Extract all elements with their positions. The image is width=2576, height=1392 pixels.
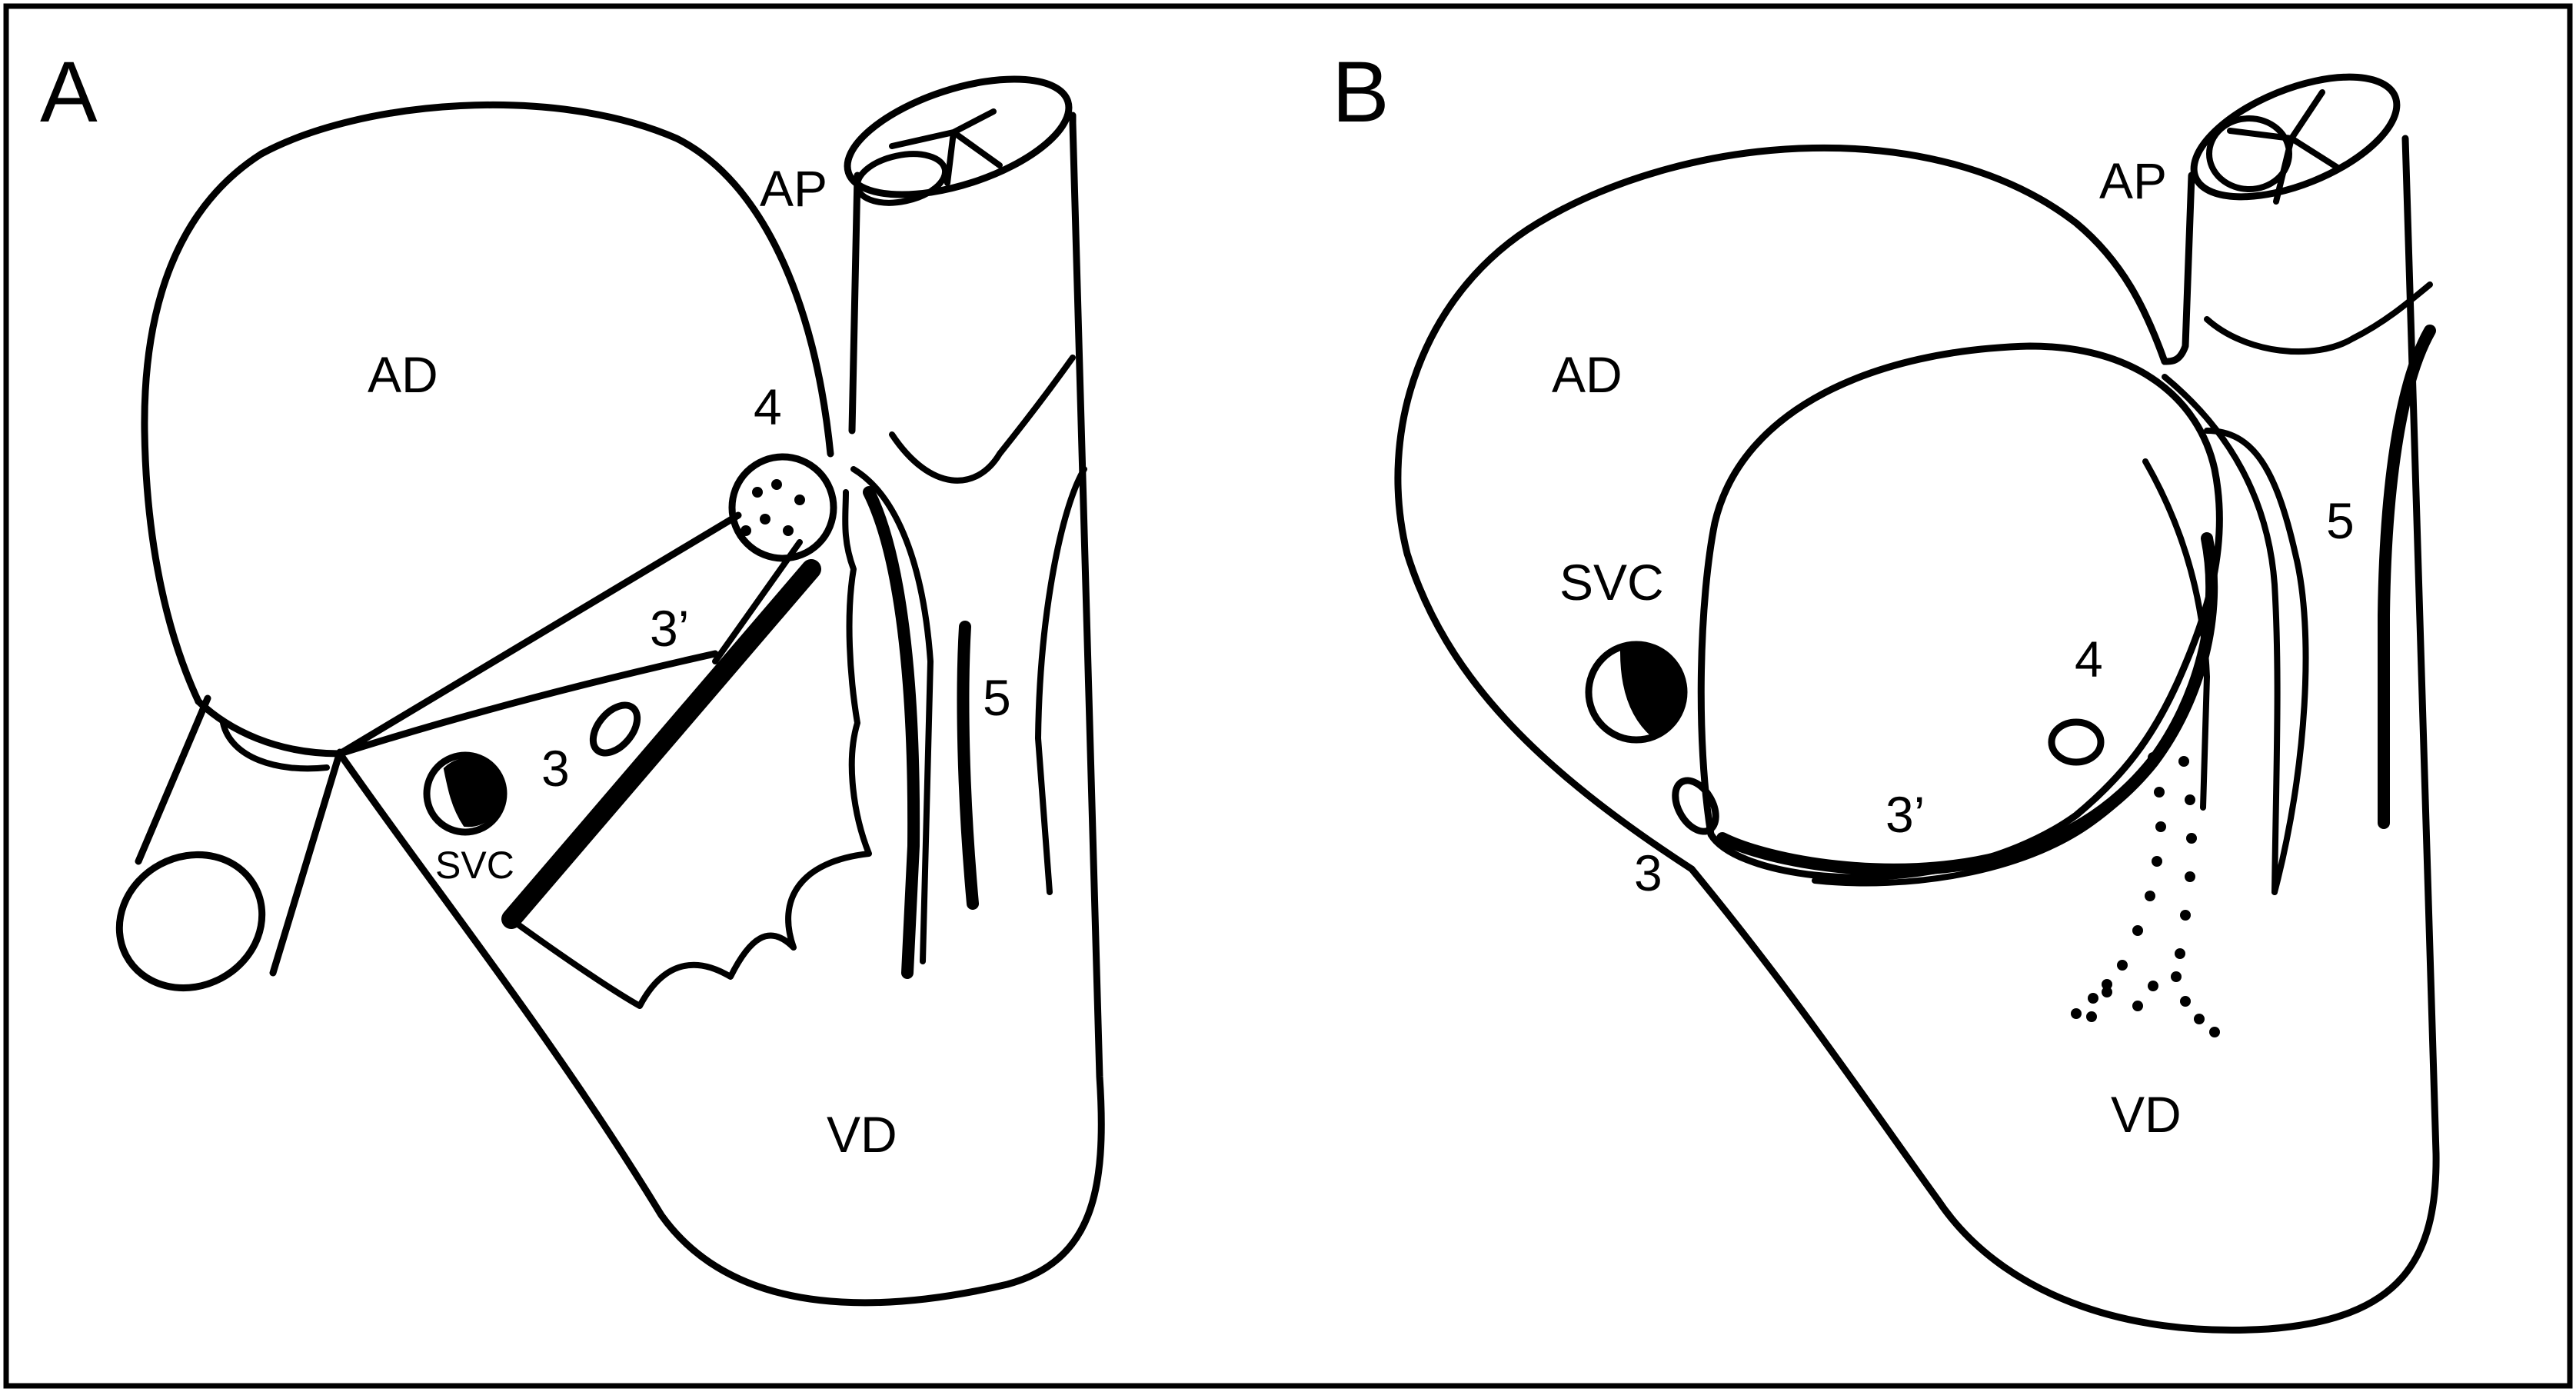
panel-b-chord-dot [2148, 752, 2158, 763]
panel-b-chord-dot [2186, 833, 2197, 844]
panel-b-chord-dot [2180, 996, 2191, 1007]
panel-a-pulmonary-artery [848, 112, 1077, 435]
panel-a-label-svc: SVC [435, 844, 514, 887]
panel-a-tip-dot-5 [783, 525, 794, 536]
panel-b-label-4: 4 [2075, 631, 2103, 688]
panel-b-chord-dot [2071, 1008, 2082, 1019]
panel-b-chord-dot [2102, 987, 2112, 997]
panel-b-pulmonary-valve [2227, 89, 2341, 205]
panel-b-label-3: 3 [1634, 844, 1662, 901]
panel-a-letter: A [40, 44, 98, 140]
panel-a: A [40, 44, 1105, 1307]
panel-b-chord-dot [2152, 856, 2162, 867]
panel-b-chord-dot [2145, 891, 2155, 901]
panel-b-septal-band-4 [2378, 325, 2436, 829]
panel-a-catheter-inner [712, 539, 803, 664]
panel-a-pulmonary-valve [889, 108, 1003, 186]
panel-b: B [1332, 44, 2440, 1334]
panel-b-catheter [1716, 532, 2218, 876]
panel-b-chord-dot [2155, 821, 2166, 832]
panel-b-chord-dot [2132, 925, 2143, 936]
panel-a-atrium-shelf [195, 698, 344, 758]
panel-b-label-5: 5 [2326, 492, 2355, 549]
panel-b-pa-ring [2204, 281, 2433, 355]
panel-a-label-3: 3 [541, 740, 570, 797]
panel-a-label-3p: 3’ [650, 600, 689, 657]
panel-b-label-vd: VD [2111, 1086, 2182, 1143]
panel-a-right-atrium [141, 101, 834, 705]
panel-a-catheter [501, 559, 821, 929]
panel-b-dotted-chords [2071, 752, 2220, 1037]
panel-b-label-ap: AP [2099, 152, 2167, 209]
panel-a-tip-dot-1 [752, 487, 763, 498]
panel-a-pulmonary-valve-leaflet [854, 151, 949, 206]
panel-b-chord-dot [2175, 948, 2185, 959]
panel-a-label-5: 5 [983, 669, 1011, 726]
panel-a-tricuspid-leaflet [511, 489, 872, 1009]
panel-a-tip-dot-3 [794, 495, 805, 505]
panel-b-letter: B [1332, 44, 1390, 140]
panel-b-site-3 [1672, 777, 1719, 835]
panel-a-right-ventricle [336, 119, 1105, 1307]
panel-a-svc-fill [443, 758, 504, 828]
panel-b-chord-dot [2194, 1014, 2205, 1024]
panel-a-label-ad: AD [368, 346, 438, 403]
panel-b-septal-band-1 [2162, 374, 2281, 895]
panel-b-chord-dot [2180, 910, 2191, 921]
panel-a-cut-plane [336, 511, 742, 758]
panel-b-chord-dot [2148, 981, 2158, 991]
panel-a-tip-site-4 [728, 453, 837, 562]
panel-b-chord-dot [2086, 1011, 2097, 1022]
panel-b-site-4 [2048, 718, 2105, 766]
panel-b-chord-dot [2088, 993, 2098, 1004]
panel-b-pulmonary-outer-ring [2190, 73, 2401, 201]
panel-b-label-ad: AD [1552, 346, 1622, 403]
panel-a-tip-dot-2 [771, 479, 782, 490]
panel-a-septal-band-3 [1035, 466, 1087, 895]
panel-a-site-3 [589, 701, 641, 757]
panel-a-label-4: 4 [754, 378, 782, 435]
panel-b-label-svc: SVC [1559, 554, 1664, 611]
panel-b-atrium-notch [2161, 172, 2195, 365]
panel-a-svc-ring [423, 751, 508, 836]
panel-b-chord-dot [2132, 1001, 2143, 1011]
panel-b-chord-dot [2117, 960, 2128, 971]
panel-a-ivc-ring [220, 720, 330, 772]
panel-a-septal-band-2 [863, 486, 920, 979]
panel-b-chord-dot [2178, 756, 2189, 767]
panel-a-moderator-band [957, 621, 979, 910]
panel-a-pa-ring [889, 355, 1076, 484]
panel-b-right-atrium [1394, 144, 2168, 873]
panel-b-chord-dot [2154, 787, 2165, 798]
panel-b-chord-dot [2185, 794, 2195, 805]
panel-a-septal-band-1 [850, 466, 934, 964]
panel-b-svc-fill [1619, 647, 1685, 738]
panel-b-chord-dot [2171, 971, 2182, 982]
panel-b-right-ventricle [1688, 135, 2440, 1334]
panel-b-chord-dot [2209, 1027, 2220, 1037]
panel-a-ivc-tube [135, 694, 344, 977]
panel-a-pulmonary-outer-ring [844, 75, 1073, 198]
panel-b-chord-dot [2185, 871, 2195, 882]
panel-b-septal-band-3 [2204, 428, 2309, 895]
panel-a-label-vd: VD [827, 1106, 897, 1163]
panel-a-ivc-opening [115, 851, 266, 992]
panel-a-label-ap: AP [760, 160, 827, 217]
panel-b-chord-dot [2102, 979, 2112, 990]
panel-a-tip-dot-6 [741, 525, 751, 536]
panel-b-label-3p: 3’ [1885, 786, 1925, 843]
panel-a-tip-dot-4 [760, 514, 770, 524]
